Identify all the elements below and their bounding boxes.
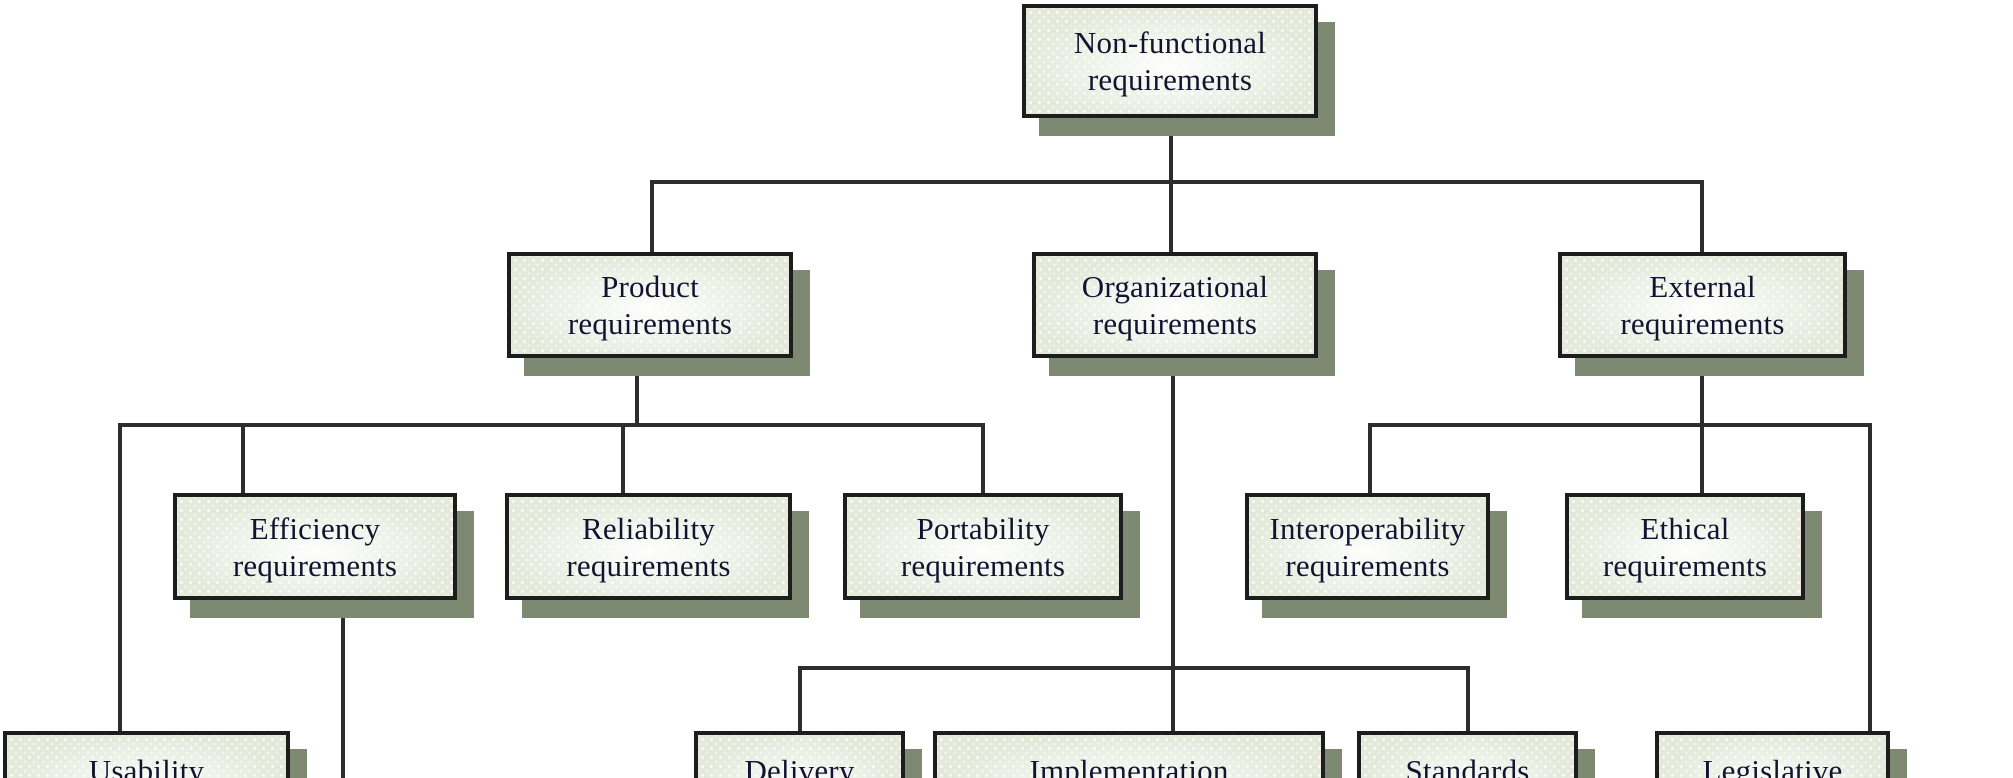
node-label: requirements [1092, 306, 1258, 341]
node-label: Ethical [1640, 510, 1730, 546]
node-label: External [1649, 269, 1756, 304]
node-label: Product [601, 269, 699, 304]
connector-root-bar-product-external [650, 180, 1704, 254]
node-label: Implementation [1029, 753, 1229, 778]
node-label: Efficiency [249, 510, 381, 546]
node-label: requirements [1602, 547, 1768, 583]
node-label: Non-functional [1073, 25, 1267, 60]
node-label: requirements [1285, 547, 1450, 583]
node-label: requirements [566, 547, 731, 583]
connector-product-bar-usability-portability [118, 423, 985, 733]
node-label: Interoperability [1269, 510, 1466, 546]
node-label: Delivery [744, 753, 855, 778]
node-label: requirements [232, 547, 398, 583]
node-usability: Usability [3, 731, 290, 778]
node-legislative: Legislative [1655, 731, 1890, 778]
node-label: requirements [1620, 306, 1785, 341]
node-label: Portability [916, 510, 1050, 546]
connector-external-bar-interoperability-legislative [1368, 423, 1872, 733]
connector-organizational-bar-delivery-standards [798, 666, 1470, 733]
node-standards: Standards [1357, 731, 1578, 778]
node-label: requirements [1087, 62, 1253, 97]
node-label: requirements [567, 306, 733, 341]
node-implementation: Implementation [933, 731, 1325, 778]
node-label: Organizational [1081, 269, 1269, 304]
node-label: requirements [900, 547, 1066, 583]
node-delivery: Delivery [694, 731, 905, 778]
node-label: Legislative [1702, 753, 1843, 778]
node-label: Usability [88, 753, 205, 778]
node-label: Reliability [581, 510, 716, 546]
node-label: Standards [1405, 753, 1530, 778]
